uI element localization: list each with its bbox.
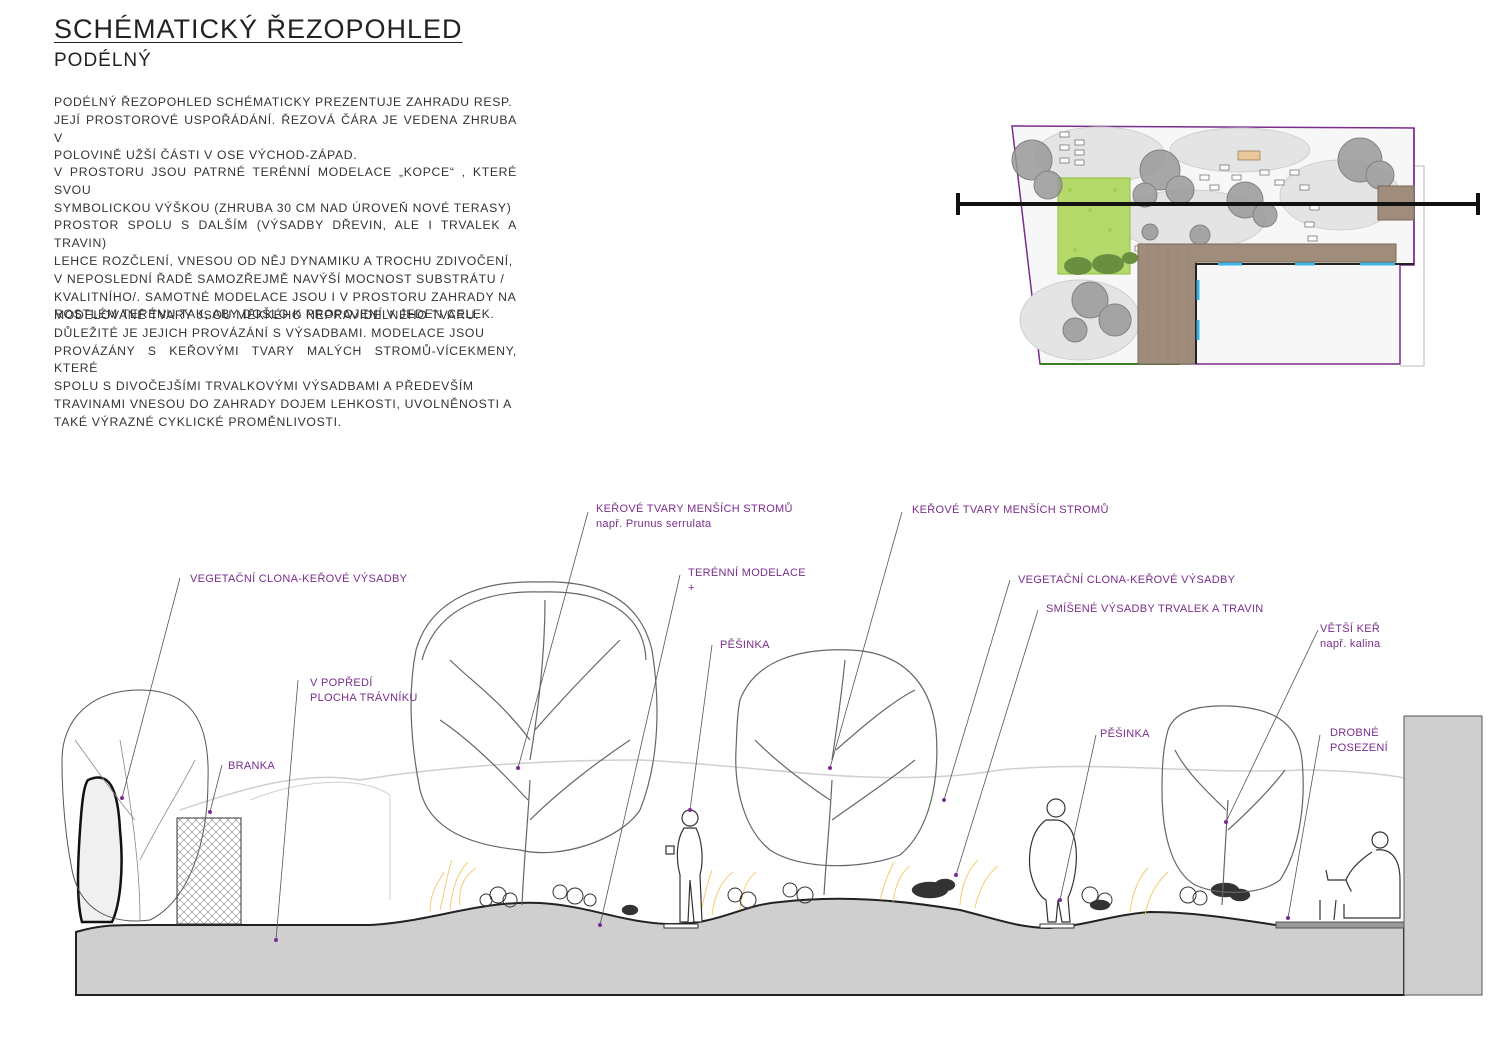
person-sitting bbox=[1319, 831, 1401, 921]
text-line: Důležité je jejich provázání s výsadbami… bbox=[54, 325, 485, 340]
gate bbox=[176, 817, 242, 925]
plot-boundary bbox=[1011, 125, 1415, 365]
text-line: polovině užší části v ose východ-západ. bbox=[54, 148, 358, 163]
label-line: POSEZENÍ bbox=[1330, 742, 1389, 754]
dark-shrub bbox=[76, 776, 123, 924]
label-line: KEŘOVÉ TVARY MENŠÍCH STROMŮ bbox=[596, 503, 793, 515]
text-line: V prostoru jsou patrné terénní modelace … bbox=[54, 165, 517, 197]
label-pesinka-1: PĚŠINKA bbox=[720, 639, 770, 651]
label-popredi: V POPŘEDÍ PLOCHA TRÁVNÍKU bbox=[310, 676, 418, 706]
label-branka: BRANKA bbox=[228, 760, 276, 772]
terrain-ground bbox=[75, 897, 1405, 996]
label-line: + bbox=[688, 582, 695, 594]
tree-2 bbox=[735, 649, 938, 896]
text-line: Podélný řezopohled schématicky prezentuj… bbox=[54, 95, 513, 109]
label-line: TERÉNNÍ MODELACE bbox=[688, 567, 806, 579]
text-line: její prostorové uspořádání. Řezová čára … bbox=[54, 112, 517, 145]
text-line: Modelované tvary jsou měkkého nepravidel… bbox=[54, 308, 480, 322]
text-line: lehce rozčlení, vnesou od něj dynamiku a… bbox=[54, 253, 513, 268]
label-kerove-1: KEŘOVÉ TVARY MENŠÍCH STROMŮ např. Prunus… bbox=[596, 502, 793, 532]
label-vegetacni-clona-1: VEGETAČNÍ CLONA-KEŘOVÉ VÝSADBY bbox=[190, 573, 408, 585]
page-subtitle: PODÉLNÝ bbox=[54, 50, 152, 71]
label-smisene: SMÍŠENÉ VÝSADBY TRVALEK A TRAVIN bbox=[1046, 603, 1264, 615]
paragraph-1: Podélný řezopohled schématicky prezentuj… bbox=[54, 94, 517, 165]
lawn-area bbox=[1057, 177, 1131, 275]
tree-1 bbox=[410, 581, 658, 906]
label-line: DROBNÉ bbox=[1330, 727, 1379, 739]
text-line: prostor spolu s dalším (výsadby dřevin, … bbox=[54, 218, 517, 251]
label-drobne-posezeni: DROBNÉ POSEZENÍ bbox=[1330, 726, 1388, 756]
label-line: např. kalina bbox=[1320, 638, 1381, 650]
label-line: např. Prunus serrulata bbox=[596, 518, 712, 530]
label-vetsi-ker: VĚTŠÍ KEŘ např. kalina bbox=[1320, 622, 1380, 652]
page-title: SCHÉMATICKÝ ŘEZOPOHLED bbox=[54, 14, 463, 44]
paragraph-2: V prostoru jsou patrné terénní modelace … bbox=[54, 164, 517, 324]
text-line: spolu s divočejšími trvalkovými výsadbam… bbox=[54, 379, 474, 394]
label-kerove-2: KEŘOVÉ TVARY MENŠÍCH STROMŮ bbox=[912, 504, 1109, 516]
person-1 bbox=[665, 809, 703, 923]
label-terenni: TERÉNNÍ MODELACE + bbox=[688, 566, 806, 596]
text-line: v neposlední řadě samozřejmě navýší mocn… bbox=[54, 271, 505, 286]
text-line: symbolickou výškou (zhruba 30 cm nad úro… bbox=[54, 200, 512, 215]
label-line: PLOCHA TRÁVNÍKU bbox=[310, 692, 418, 704]
text-line: travinami vnesou do zahrady dojem lehkos… bbox=[54, 396, 512, 411]
text-line: provázány s keřovými tvary malých stromů… bbox=[54, 343, 517, 376]
label-pesinka-2: PĚŠINKA bbox=[1100, 728, 1150, 740]
person-2 bbox=[1028, 798, 1077, 923]
label-line: VĚTŠÍ KEŘ bbox=[1320, 623, 1381, 635]
label-line: V POPŘEDÍ bbox=[310, 677, 373, 689]
tree-3 bbox=[1161, 705, 1304, 906]
deck bbox=[1137, 243, 1397, 365]
text-line: rostlém terénu tak, aby došlo k propojen… bbox=[54, 307, 495, 322]
paragraph-3: Modelované tvary jsou měkkého nepravidel… bbox=[54, 307, 517, 432]
text-line: také výrazné cyklické proměnlivosti. bbox=[54, 414, 342, 429]
text-line: kvalitního/. Samotné modelace jsou i v p… bbox=[54, 289, 517, 304]
label-vegetacni-clona-2: VEGETAČNÍ CLONA-KEŘOVÉ VÝSADBY bbox=[1018, 574, 1236, 586]
house-wall bbox=[1403, 715, 1483, 996]
